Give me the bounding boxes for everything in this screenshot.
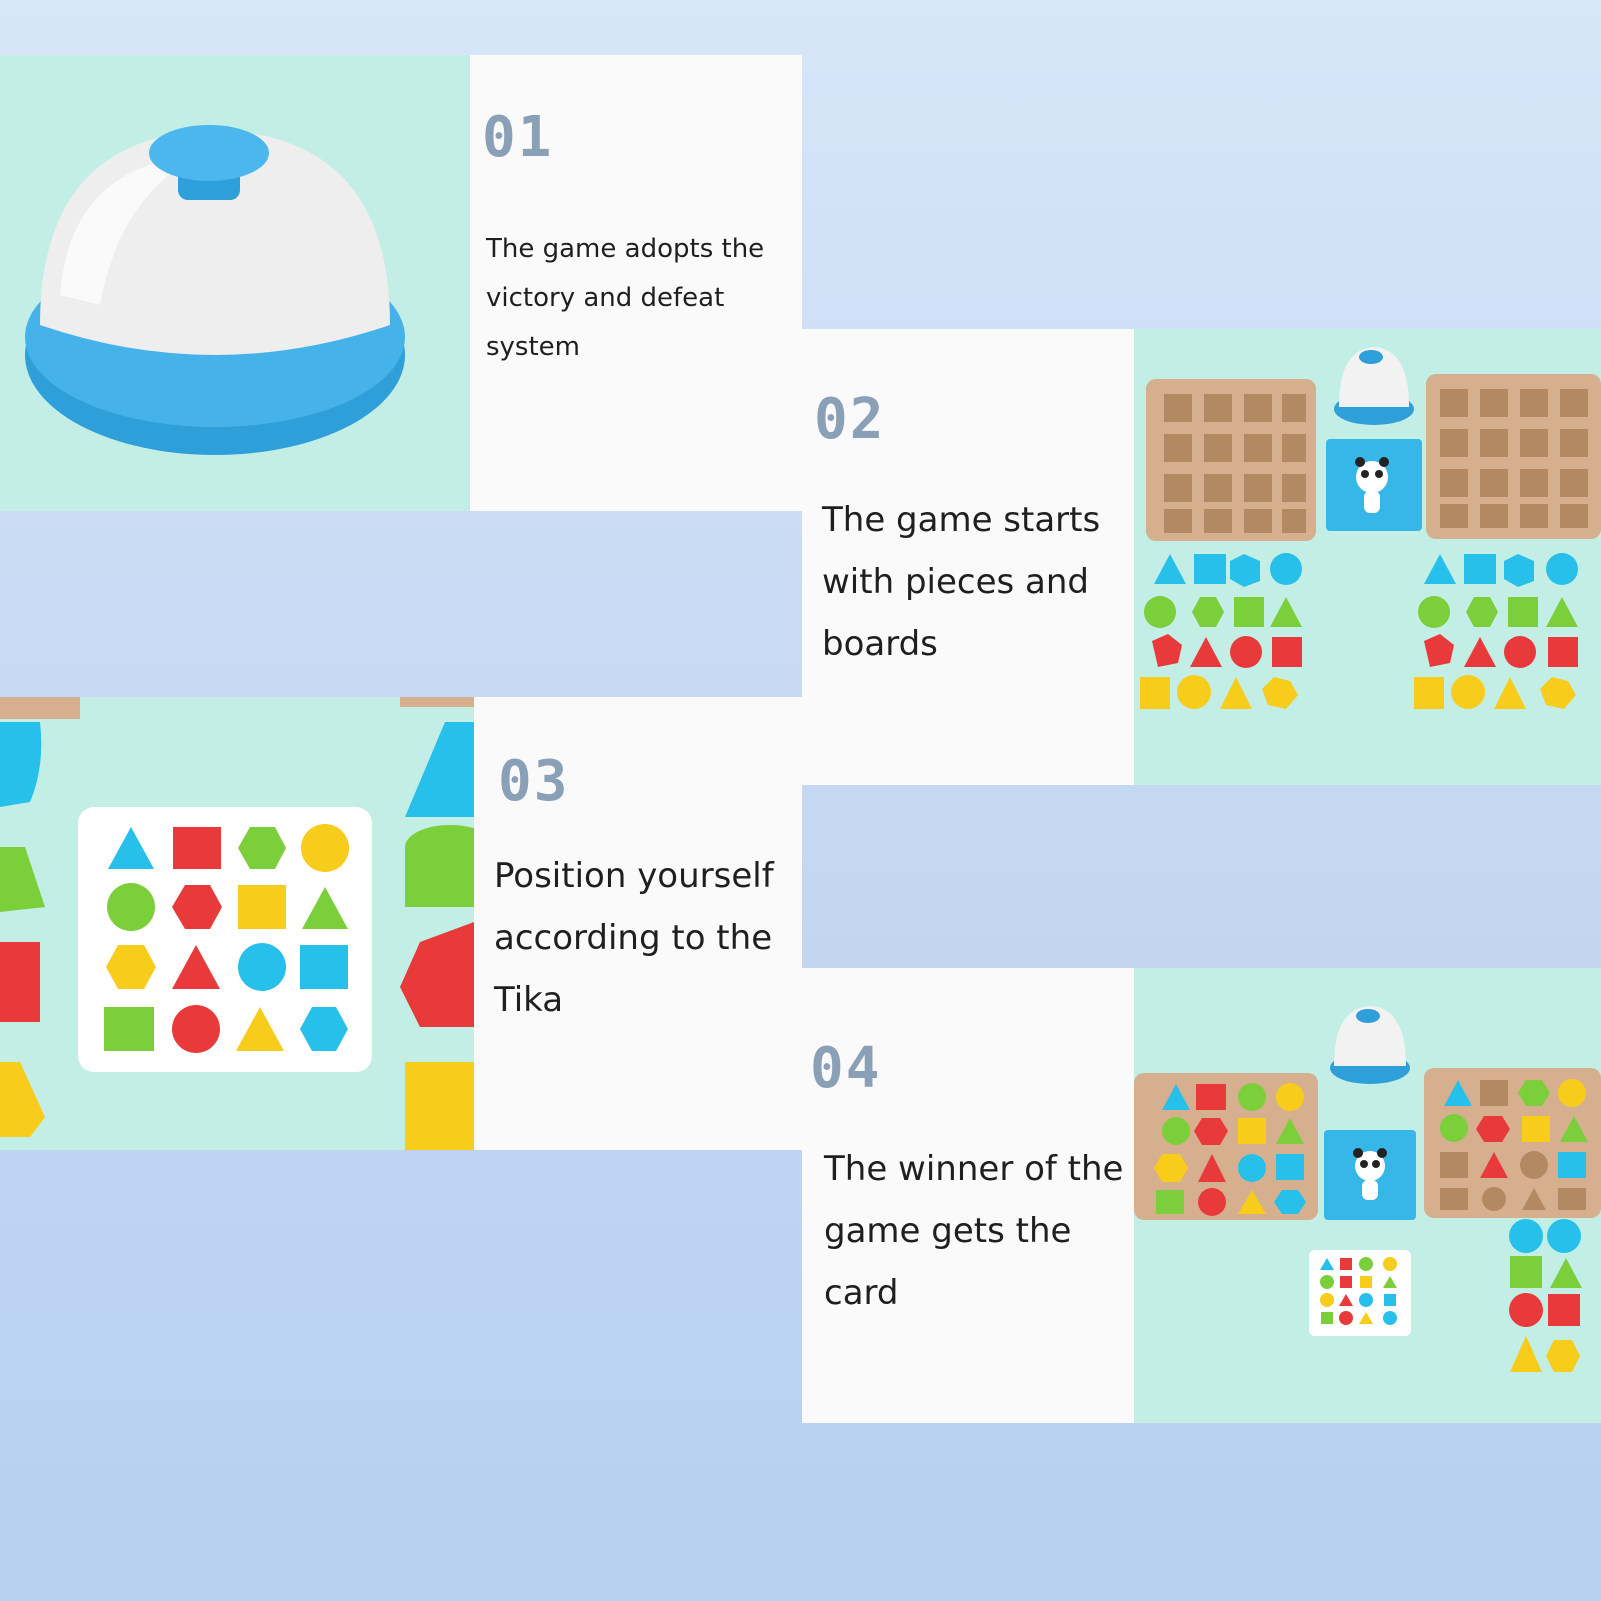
step-description: The game starts with pieces and boards	[822, 500, 1101, 664]
tika-card-icon	[78, 807, 372, 1072]
bell-photo	[0, 55, 470, 511]
winner-card-photo	[1134, 968, 1601, 1423]
step-panel-02: 02 The game starts with pieces and board…	[802, 329, 1134, 785]
step-description: The winner of the game gets the card	[824, 1149, 1124, 1313]
step-number: 02	[814, 387, 886, 452]
step-description: Position yourself according to the Tika	[494, 856, 774, 1020]
boards-and-pieces-photo	[1134, 329, 1601, 785]
step-number: 03	[498, 749, 570, 814]
step-number: 04	[810, 1036, 882, 1101]
step-panel-01: 01 The game adopts the victory and defea…	[470, 55, 802, 511]
step-number: 01	[482, 105, 554, 170]
step-description: The game adopts the victory and defeat s…	[486, 234, 765, 362]
step-panel-04: 04 The winner of the game gets the card	[802, 968, 1134, 1423]
step-panel-03: 03 Position yourself according to the Ti…	[474, 697, 802, 1150]
pattern-card-photo	[0, 697, 474, 1150]
service-bell-icon	[25, 125, 405, 455]
